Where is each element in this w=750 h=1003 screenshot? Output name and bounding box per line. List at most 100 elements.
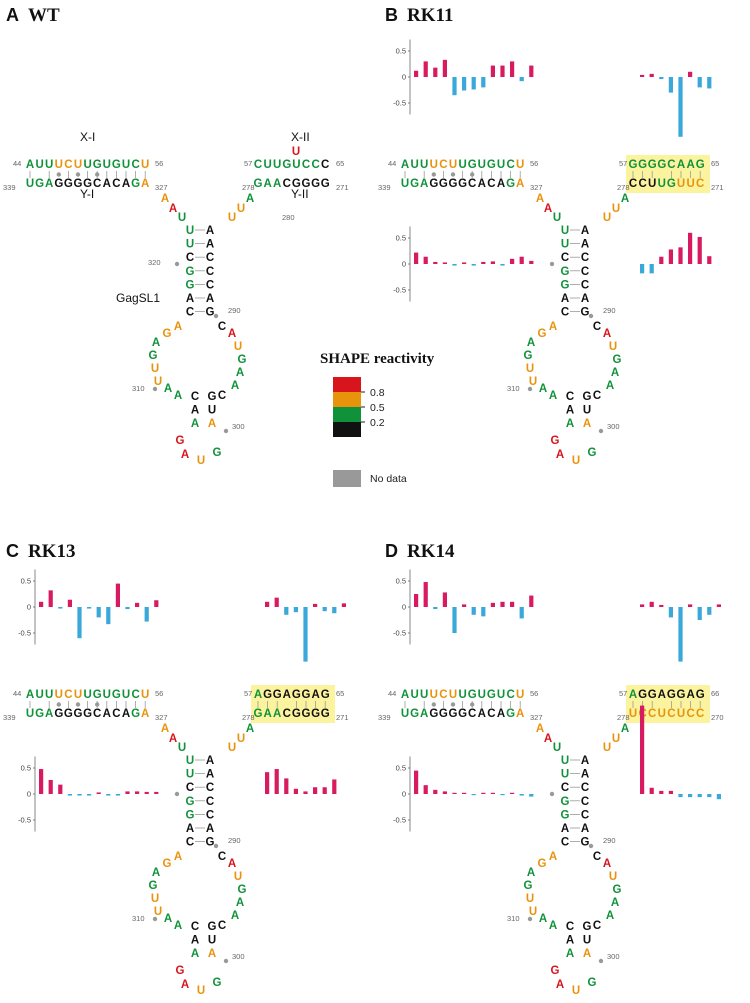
gagsl1-left-nt: C (561, 252, 569, 264)
no-data-dot (588, 313, 594, 319)
x-i-nt: U (420, 159, 428, 171)
reactivity-bar (519, 256, 524, 264)
y-ii-nt: G (302, 708, 311, 720)
label-x-i: X-I (80, 130, 95, 144)
no-data-dot (75, 702, 81, 707)
reactivity-bar (58, 784, 63, 794)
no-data-dot (75, 172, 81, 177)
x-i-nt: U (449, 689, 457, 701)
reactivity-bar (649, 601, 654, 607)
y-ii-nt: A (273, 708, 281, 720)
loop-left-nt: A (164, 913, 172, 925)
no-data-dot (598, 428, 604, 434)
x-ii-nt: A (658, 689, 666, 701)
y-i-nt: A (103, 178, 111, 190)
y-i-nt: G (83, 178, 92, 190)
reactivity-bar (284, 778, 289, 794)
reactivity-bar (462, 792, 467, 794)
y-tick-label: 0.5 (21, 577, 31, 586)
reactivity-bar (500, 601, 505, 607)
reactivity-bar (303, 791, 308, 794)
y-ii-nt: U (686, 178, 694, 190)
panel-b-title: RK11 (407, 5, 453, 26)
y-i-nt: A (103, 708, 111, 720)
reactivity-bar (529, 65, 534, 77)
gagsl1-right-nt: C (206, 252, 214, 264)
no-data-dot (598, 958, 604, 964)
reactivity-bar (640, 705, 645, 794)
x-i-nt: G (93, 159, 102, 171)
gagsl1-right-nt: A (581, 769, 589, 781)
y-i-nt: G (410, 708, 419, 720)
junction-left-nt: U (553, 742, 561, 754)
x-i-nt: U (478, 689, 486, 701)
reactivity-bar (500, 65, 505, 77)
reactivity-bar (697, 794, 702, 798)
reactivity-chart-bottom-left: 0.50-0.5 (393, 756, 534, 832)
nt-number: 44 (388, 159, 396, 168)
gagsl1-left-nt: A (561, 823, 569, 835)
x-ii-nt: A (686, 159, 694, 171)
reactivity-bar (303, 607, 308, 662)
apex-stem-left-nt: C (566, 921, 574, 933)
apex-loop-nt: G (551, 435, 560, 447)
x-i-nt: C (506, 689, 514, 701)
nt-number: 300 (232, 422, 245, 431)
nt-number: 320 (148, 258, 161, 267)
x-i-nt: G (468, 689, 477, 701)
panel-c-letter: C (6, 541, 19, 561)
y-i-nt: A (478, 178, 486, 190)
apex-loop-nt: A (181, 449, 189, 461)
loop-right-nt: U (609, 871, 617, 883)
loop-right-nt: A (611, 367, 619, 379)
nt-number: 327 (155, 183, 168, 192)
reactivity-bar (688, 604, 693, 607)
x-ii-nt: G (677, 689, 686, 701)
reactivity-chart-top-right (265, 597, 346, 662)
nt-number: 57 (619, 689, 627, 698)
x-i-nt: U (410, 159, 418, 171)
y-i-nt: G (83, 708, 92, 720)
reactivity-chart-top-left: 0.50-0.5 (393, 39, 534, 115)
gagsl1-right-nt: C (581, 279, 589, 291)
nt-number: 57 (244, 689, 252, 698)
reactivity-bar (433, 67, 438, 77)
reactivity-bar (442, 791, 447, 794)
reactivity-bar (265, 772, 270, 794)
y-ii-nt: G (254, 708, 263, 720)
y-i-nt: A (122, 708, 130, 720)
y-i-nt: G (54, 708, 63, 720)
loop-right-nt: A (603, 858, 611, 870)
x-ii-nt: G (696, 689, 705, 701)
reactivity-bar (462, 77, 467, 91)
reactivity-bar (414, 252, 419, 264)
reactivity-bar (452, 77, 457, 96)
legend-swatch-green (333, 407, 361, 422)
reactivity-bar (452, 264, 457, 266)
x-i-nt: C (64, 689, 72, 701)
panel-a-region-labels: X-I X-II Y-I Y-II GagSL1 (80, 130, 310, 305)
y-i-nt: G (449, 708, 458, 720)
no-data-dot (431, 702, 436, 707)
x-ii-nt: G (292, 689, 301, 701)
reactivity-bar (96, 607, 101, 618)
reactivity-bar (510, 258, 515, 264)
reactivity-bar (135, 602, 140, 607)
apex-stem-left-nt: A (191, 405, 199, 417)
x-ii-nt: C (321, 159, 329, 171)
x-i-nt: G (468, 159, 477, 171)
gagsl1-right-nt: A (206, 225, 214, 237)
reactivity-bar (144, 791, 149, 794)
loop-left-nt: G (524, 350, 533, 362)
loop-right-nt: C (218, 920, 226, 932)
loop-right-nt: C (593, 321, 601, 333)
no-data-dot (450, 702, 456, 707)
loop-left-nt: A (549, 920, 557, 932)
reactivity-bar (67, 794, 72, 796)
nt-number: 278 (242, 713, 255, 722)
y-i-nt: G (429, 708, 438, 720)
no-data-dot (56, 172, 61, 177)
apex-stem-left-nt: A (191, 418, 199, 430)
apex-loop-nt: U (572, 985, 580, 997)
y-i-nt: A (497, 178, 505, 190)
